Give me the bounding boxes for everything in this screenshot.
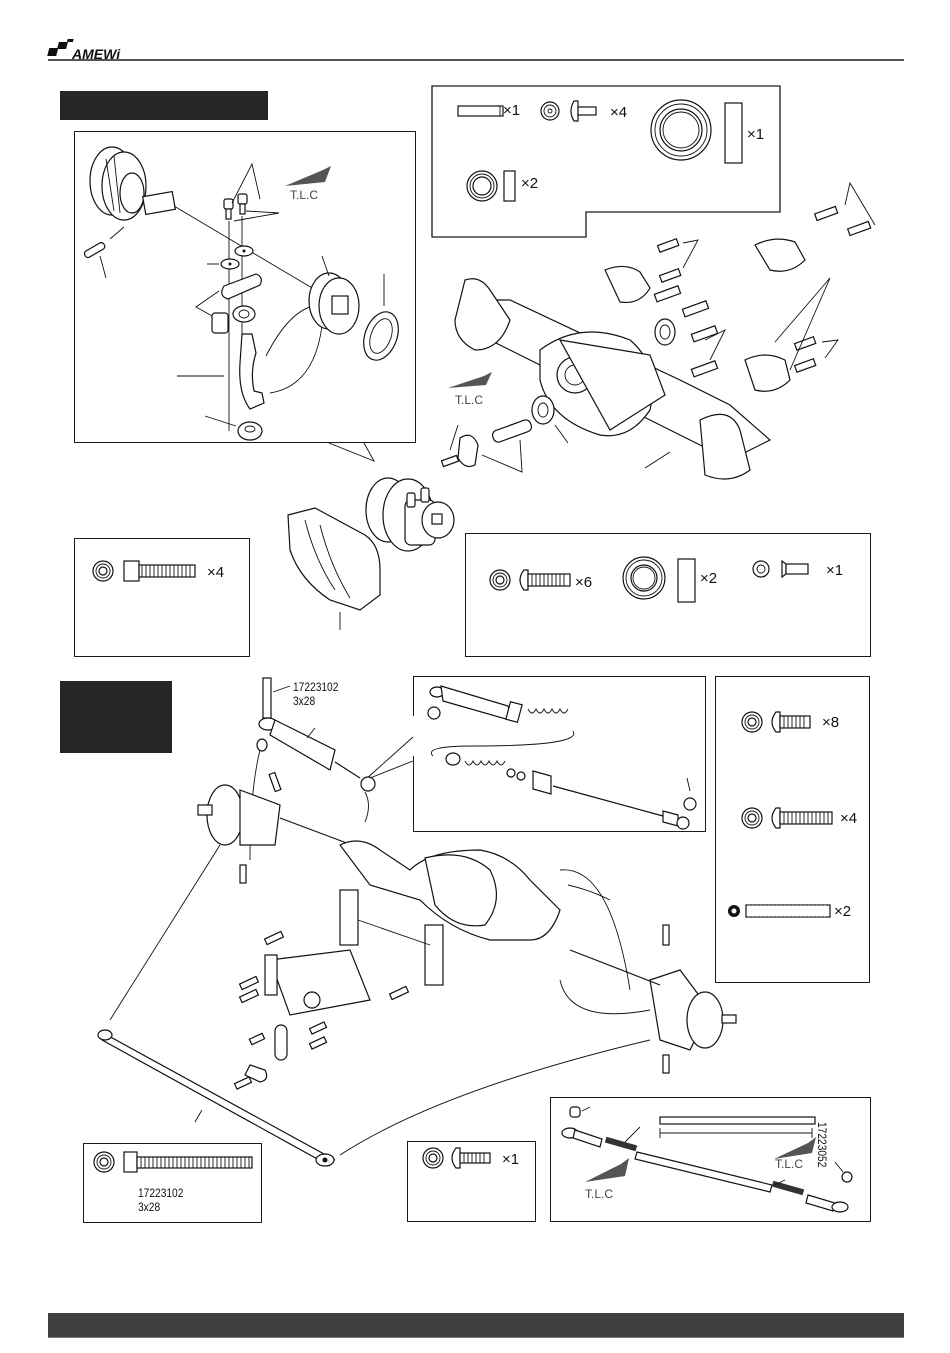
qty-label: ×2 <box>834 903 851 920</box>
step-1-parts-box-left <box>74 538 250 657</box>
right-steering-knuckle-icon <box>650 970 736 1050</box>
steering-link-part-number: 17223052 <box>815 1122 829 1167</box>
screw-part-number: 17223102 <box>138 1186 183 1200</box>
button-head-screw-icon <box>488 568 578 594</box>
washer-icon <box>541 102 559 120</box>
front-axle-assembly-diagram <box>90 670 750 1090</box>
qty-label: ×1 <box>503 102 520 119</box>
qty-label: ×1 <box>826 562 843 579</box>
screw-icon <box>795 337 816 350</box>
left-steering-knuckle-icon <box>198 785 280 845</box>
qty-label: ×1 <box>502 1151 519 1168</box>
qty-label: ×2 <box>700 570 717 587</box>
tlc-label: T.L.C <box>585 1187 613 1201</box>
differential-gear-icon <box>90 147 175 220</box>
socket-head-screw-icon <box>92 1150 257 1176</box>
screw-icon <box>691 361 717 377</box>
button-head-screw-icon <box>740 710 820 736</box>
screw-icon <box>815 206 838 220</box>
large-bearing-icon <box>651 100 711 160</box>
screw-icon <box>660 269 681 282</box>
steering-link-end-icon <box>310 1150 340 1170</box>
screw-icon <box>658 239 679 252</box>
tlc-glue-icon <box>583 1156 633 1186</box>
step-1-title-bar <box>60 91 268 120</box>
countersunk-screw-icon <box>752 558 812 582</box>
axle-housing-exploded-diagram <box>430 180 890 560</box>
bearing-icon <box>622 555 702 605</box>
screw-size: 3x28 <box>138 1200 160 1214</box>
diff-cover-icon <box>288 508 380 610</box>
qty-label: ×8 <box>822 714 839 731</box>
screw-icon <box>848 221 871 235</box>
qty-label: ×6 <box>575 574 592 591</box>
locker-exploded-diagram <box>74 131 416 471</box>
screw-icon <box>691 326 717 342</box>
pin-icon <box>83 242 106 259</box>
tlc-label: T.L.C <box>775 1157 803 1171</box>
qty-label: ×1 <box>747 126 764 143</box>
qty-label: ×4 <box>840 810 857 827</box>
qty-label: ×4 <box>207 564 224 581</box>
differential-and-cover-diagram <box>260 440 470 630</box>
socket-head-screw-icon <box>92 558 202 588</box>
screw-icon <box>795 359 816 372</box>
button-head-screw-icon <box>740 806 840 832</box>
cap-screw-icon <box>238 194 247 214</box>
screw-icon <box>682 301 708 317</box>
tlc-label: T.L.C <box>455 393 483 407</box>
qty-label: ×4 <box>610 104 627 121</box>
header-rule <box>48 59 904 61</box>
screw-icon <box>654 286 680 302</box>
footer-bar <box>48 1313 904 1338</box>
tlc-label: T.L.C <box>290 188 318 202</box>
pin-icon <box>458 106 503 116</box>
differential-assembly-icon <box>366 478 454 551</box>
button-head-screw-icon <box>422 1146 497 1172</box>
cap-screw-icon <box>224 199 233 219</box>
